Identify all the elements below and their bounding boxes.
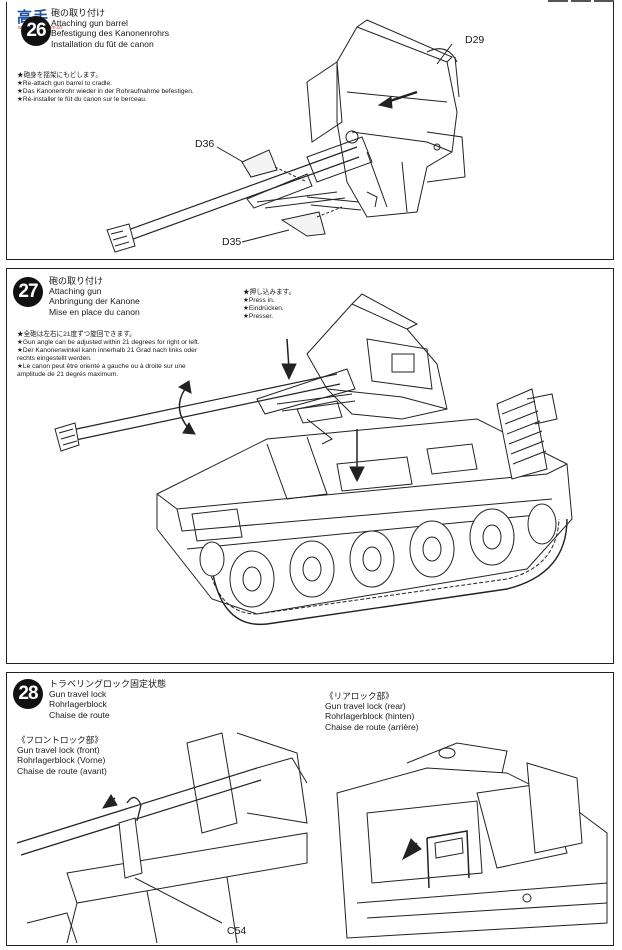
note-line: ★Das Kanonenrohr wieder in der Rohraufna…	[17, 88, 194, 95]
note-line: ★Le canon peut être orienté à gauche ou …	[17, 363, 186, 370]
note-line: ★Eindrücken.	[243, 305, 284, 312]
front-en: Gun travel lock (front)	[17, 745, 100, 756]
title-en: Attaching gun barrel	[51, 18, 128, 29]
instruction-notes: ★砲身を揺架にもどします。 ★Re-attach gun barrel to c…	[17, 72, 194, 104]
title-jp: 砲の取り付け	[49, 276, 104, 286]
title-en: Attaching gun	[49, 286, 102, 297]
title-fr: Chaise de route	[49, 709, 110, 720]
step-26-panel: 高手 www.tamiya.com.cn 26 砲の取り付け Attaching…	[6, 2, 614, 260]
step-number-badge: 27	[13, 277, 43, 307]
rear-en: Gun travel lock (rear)	[325, 701, 406, 712]
step-28-illustration	[16, 732, 608, 944]
rear-jp: 《リアロック部》	[325, 691, 394, 701]
rear-fr: Chaise de route (arrière)	[325, 721, 419, 732]
front-de: Rohrlagerblock (Vorne)	[17, 755, 106, 766]
front-jp: 《フロントロック部》	[17, 735, 103, 745]
note-line: ★砲身を揺架にもどします。	[17, 72, 102, 79]
press-notes: ★押し込みます。 ★Press in. ★Eindrücken. ★Presse…	[243, 289, 295, 321]
title-jp: 砲の取り付け	[51, 8, 106, 18]
step-title: 砲の取り付け Attaching gun barrel Befestigung …	[51, 8, 169, 49]
title-fr: Installation du fût de canon	[51, 38, 154, 49]
title-fr: Mise en place du canon	[49, 306, 140, 317]
front-lock-caption: 《フロントロック部》 Gun travel lock (front) Rohrl…	[17, 735, 107, 776]
note-line: ★全砲は左右に21度ずつ旋回できます。	[17, 331, 136, 338]
title-de: Befestigung des Kanonenrohrs	[51, 28, 170, 39]
rear-lock-caption: 《リアロック部》 Gun travel lock (rear) Rohrlage…	[325, 691, 419, 732]
note-line: ★Re-attach gun barrel to cradle.	[17, 80, 112, 87]
title-jp: トラベリングロック固定状態	[49, 679, 167, 689]
gun-angle-notes: ★全砲は左右に21度ずつ旋回できます。 ★Gun angle can be ad…	[17, 331, 200, 379]
note-line: ★Ré-installer le fût du canon sur le ber…	[17, 96, 147, 103]
title-de: Anbringung der Kanone	[49, 296, 140, 307]
title-de: Rohrlagerblock	[49, 699, 107, 710]
title-en: Gun travel lock	[49, 689, 107, 700]
step-number-badge: 26	[21, 16, 51, 46]
step-number-badge: 28	[13, 679, 43, 709]
note-line: amplitude de 21 degrés maximum.	[17, 371, 119, 378]
note-line: ★Presser.	[243, 313, 274, 320]
note-line: rechts eingestellt werden.	[17, 355, 92, 362]
step-28-panel: 28 トラベリングロック固定状態 Gun travel lock Rohrlag…	[6, 672, 614, 946]
part-label-d35: D35	[222, 236, 242, 248]
rear-de: Rohrlagerblock (hinten)	[325, 711, 415, 722]
step-title: 砲の取り付け Attaching gun Anbringung der Kano…	[49, 276, 140, 317]
note-line: ★押し込みます。	[243, 289, 296, 296]
part-label-c54: C54	[227, 925, 247, 937]
step-27-panel: 27 砲の取り付け Attaching gun Anbringung der K…	[6, 268, 614, 664]
front-fr: Chaise de route (avant)	[17, 765, 107, 776]
step-27-illustration	[54, 293, 573, 626]
part-label-d29: D29	[465, 34, 485, 46]
note-line: ★Gun angle can be adjusted within 21 deg…	[17, 339, 200, 346]
note-line: ★Der Kanonenwinkel kann innerhalb 21 Gra…	[17, 347, 198, 354]
step-26-illustration	[106, 19, 466, 253]
part-label-d36: D36	[195, 138, 215, 150]
note-line: ★Press in.	[243, 297, 275, 304]
step-title: トラベリングロック固定状態 Gun travel lock Rohrlagerb…	[49, 679, 166, 720]
